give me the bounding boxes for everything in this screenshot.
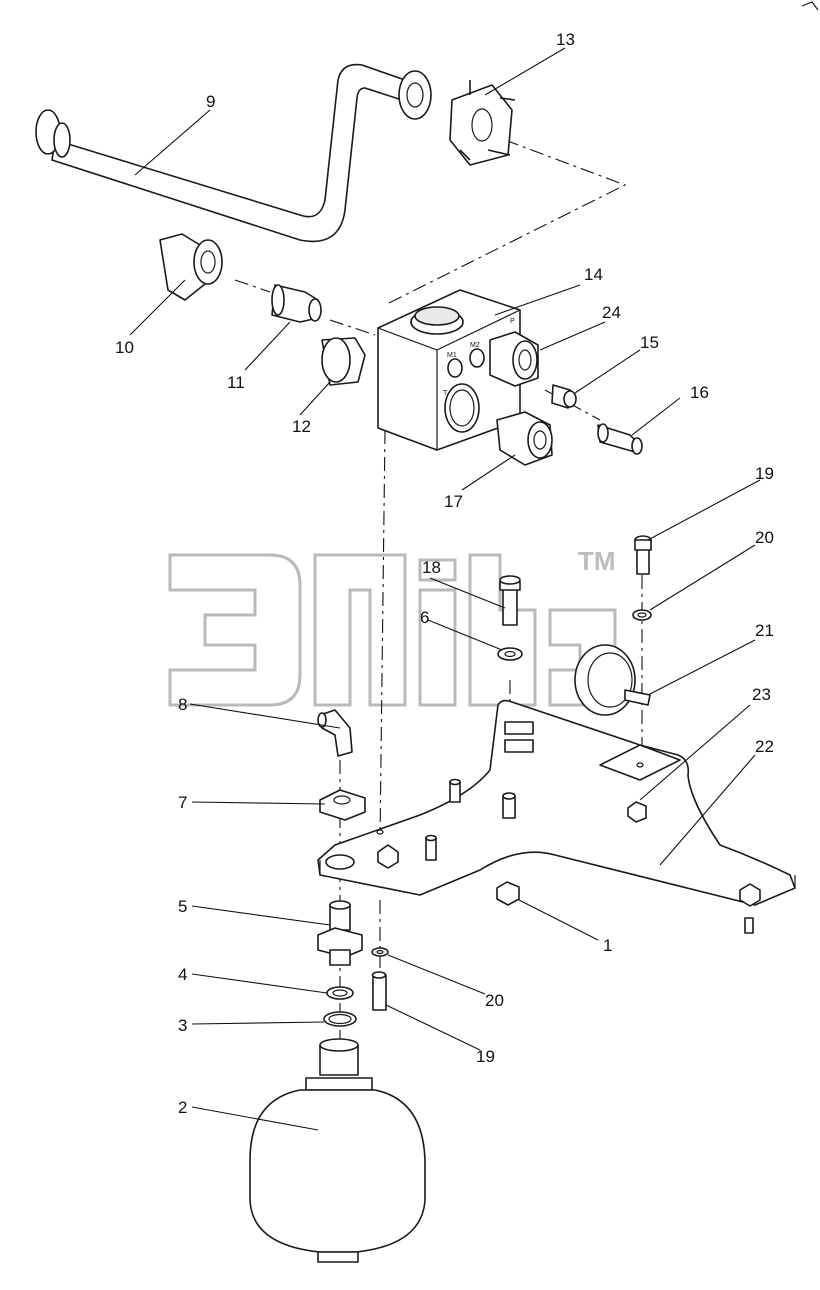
washer-20-top bbox=[632, 609, 652, 621]
callout-14: 14 bbox=[584, 265, 603, 284]
small-plug bbox=[551, 384, 577, 409]
plate-studs bbox=[425, 778, 754, 934]
callout-6: 6 bbox=[420, 608, 429, 627]
callout-15: 15 bbox=[640, 333, 659, 352]
plate-bolt-heads bbox=[377, 844, 761, 907]
callout-10: 10 bbox=[115, 338, 134, 357]
square-block-7 bbox=[319, 789, 366, 821]
nut-23 bbox=[627, 801, 647, 823]
clamp-ring bbox=[574, 644, 651, 716]
callout-24: 24 bbox=[602, 303, 621, 322]
callout-21: 21 bbox=[755, 621, 774, 640]
callout-20-top: 20 bbox=[755, 528, 774, 547]
small-elbow bbox=[317, 709, 353, 757]
leader-lines bbox=[129, 47, 761, 1131]
callout-13: 13 bbox=[556, 30, 575, 49]
port-fitting-p bbox=[489, 331, 539, 387]
corner-mark bbox=[801, 1, 819, 11]
port-label-m2: M2 bbox=[470, 342, 480, 349]
port-label-m1: M1 bbox=[447, 352, 457, 359]
callout-17: 17 bbox=[444, 492, 463, 511]
test-point bbox=[597, 423, 643, 455]
callout-19-top: 19 bbox=[755, 464, 774, 483]
elbow-fitting bbox=[159, 233, 223, 301]
split-flange bbox=[449, 80, 516, 166]
adapter-5 bbox=[317, 900, 363, 966]
watermark-tm: TM bbox=[578, 546, 616, 576]
callout-3: 3 bbox=[178, 1016, 187, 1035]
callout-20-bottom: 20 bbox=[485, 991, 504, 1010]
callout-18: 18 bbox=[422, 558, 441, 577]
washer-20-bottom bbox=[371, 947, 389, 957]
callout-5: 5 bbox=[178, 897, 187, 916]
callout-11: 11 bbox=[227, 373, 245, 392]
hose-pipe bbox=[35, 63, 432, 243]
seal-4 bbox=[326, 986, 354, 1000]
callout-22: 22 bbox=[755, 737, 774, 756]
washer-6 bbox=[497, 647, 523, 661]
callout-8: 8 bbox=[178, 695, 187, 714]
watermark-logo: TM bbox=[168, 546, 617, 707]
callout-23: 23 bbox=[752, 685, 771, 704]
callout-2: 2 bbox=[178, 1098, 187, 1117]
mounting-plate bbox=[317, 699, 796, 906]
port-label-t: T bbox=[443, 390, 448, 397]
callout-4: 4 bbox=[178, 965, 187, 984]
port-fitting-t bbox=[496, 411, 553, 466]
callout-1: 1 bbox=[603, 936, 612, 955]
bolt-18 bbox=[499, 575, 521, 626]
callout-16: 16 bbox=[690, 383, 709, 402]
callout-numbers: 1 2 3 4 5 6 7 8 9 10 11 12 13 14 15 16 1… bbox=[115, 30, 774, 1117]
screw-19-top bbox=[634, 535, 652, 575]
seal-3 bbox=[323, 1011, 357, 1027]
callout-12: 12 bbox=[292, 417, 311, 436]
flange-nut-1 bbox=[496, 881, 520, 906]
valve-block: P T M1 M2 bbox=[377, 289, 521, 451]
callout-7: 7 bbox=[178, 793, 187, 812]
callout-9: 9 bbox=[206, 92, 215, 111]
port-label-p: P bbox=[510, 318, 515, 325]
screw-19-bottom bbox=[371, 971, 387, 1011]
adapter-nipple bbox=[271, 284, 322, 323]
accumulator bbox=[249, 1038, 426, 1263]
callout-19-bottom: 19 bbox=[476, 1047, 495, 1066]
plug-cap bbox=[321, 337, 366, 386]
